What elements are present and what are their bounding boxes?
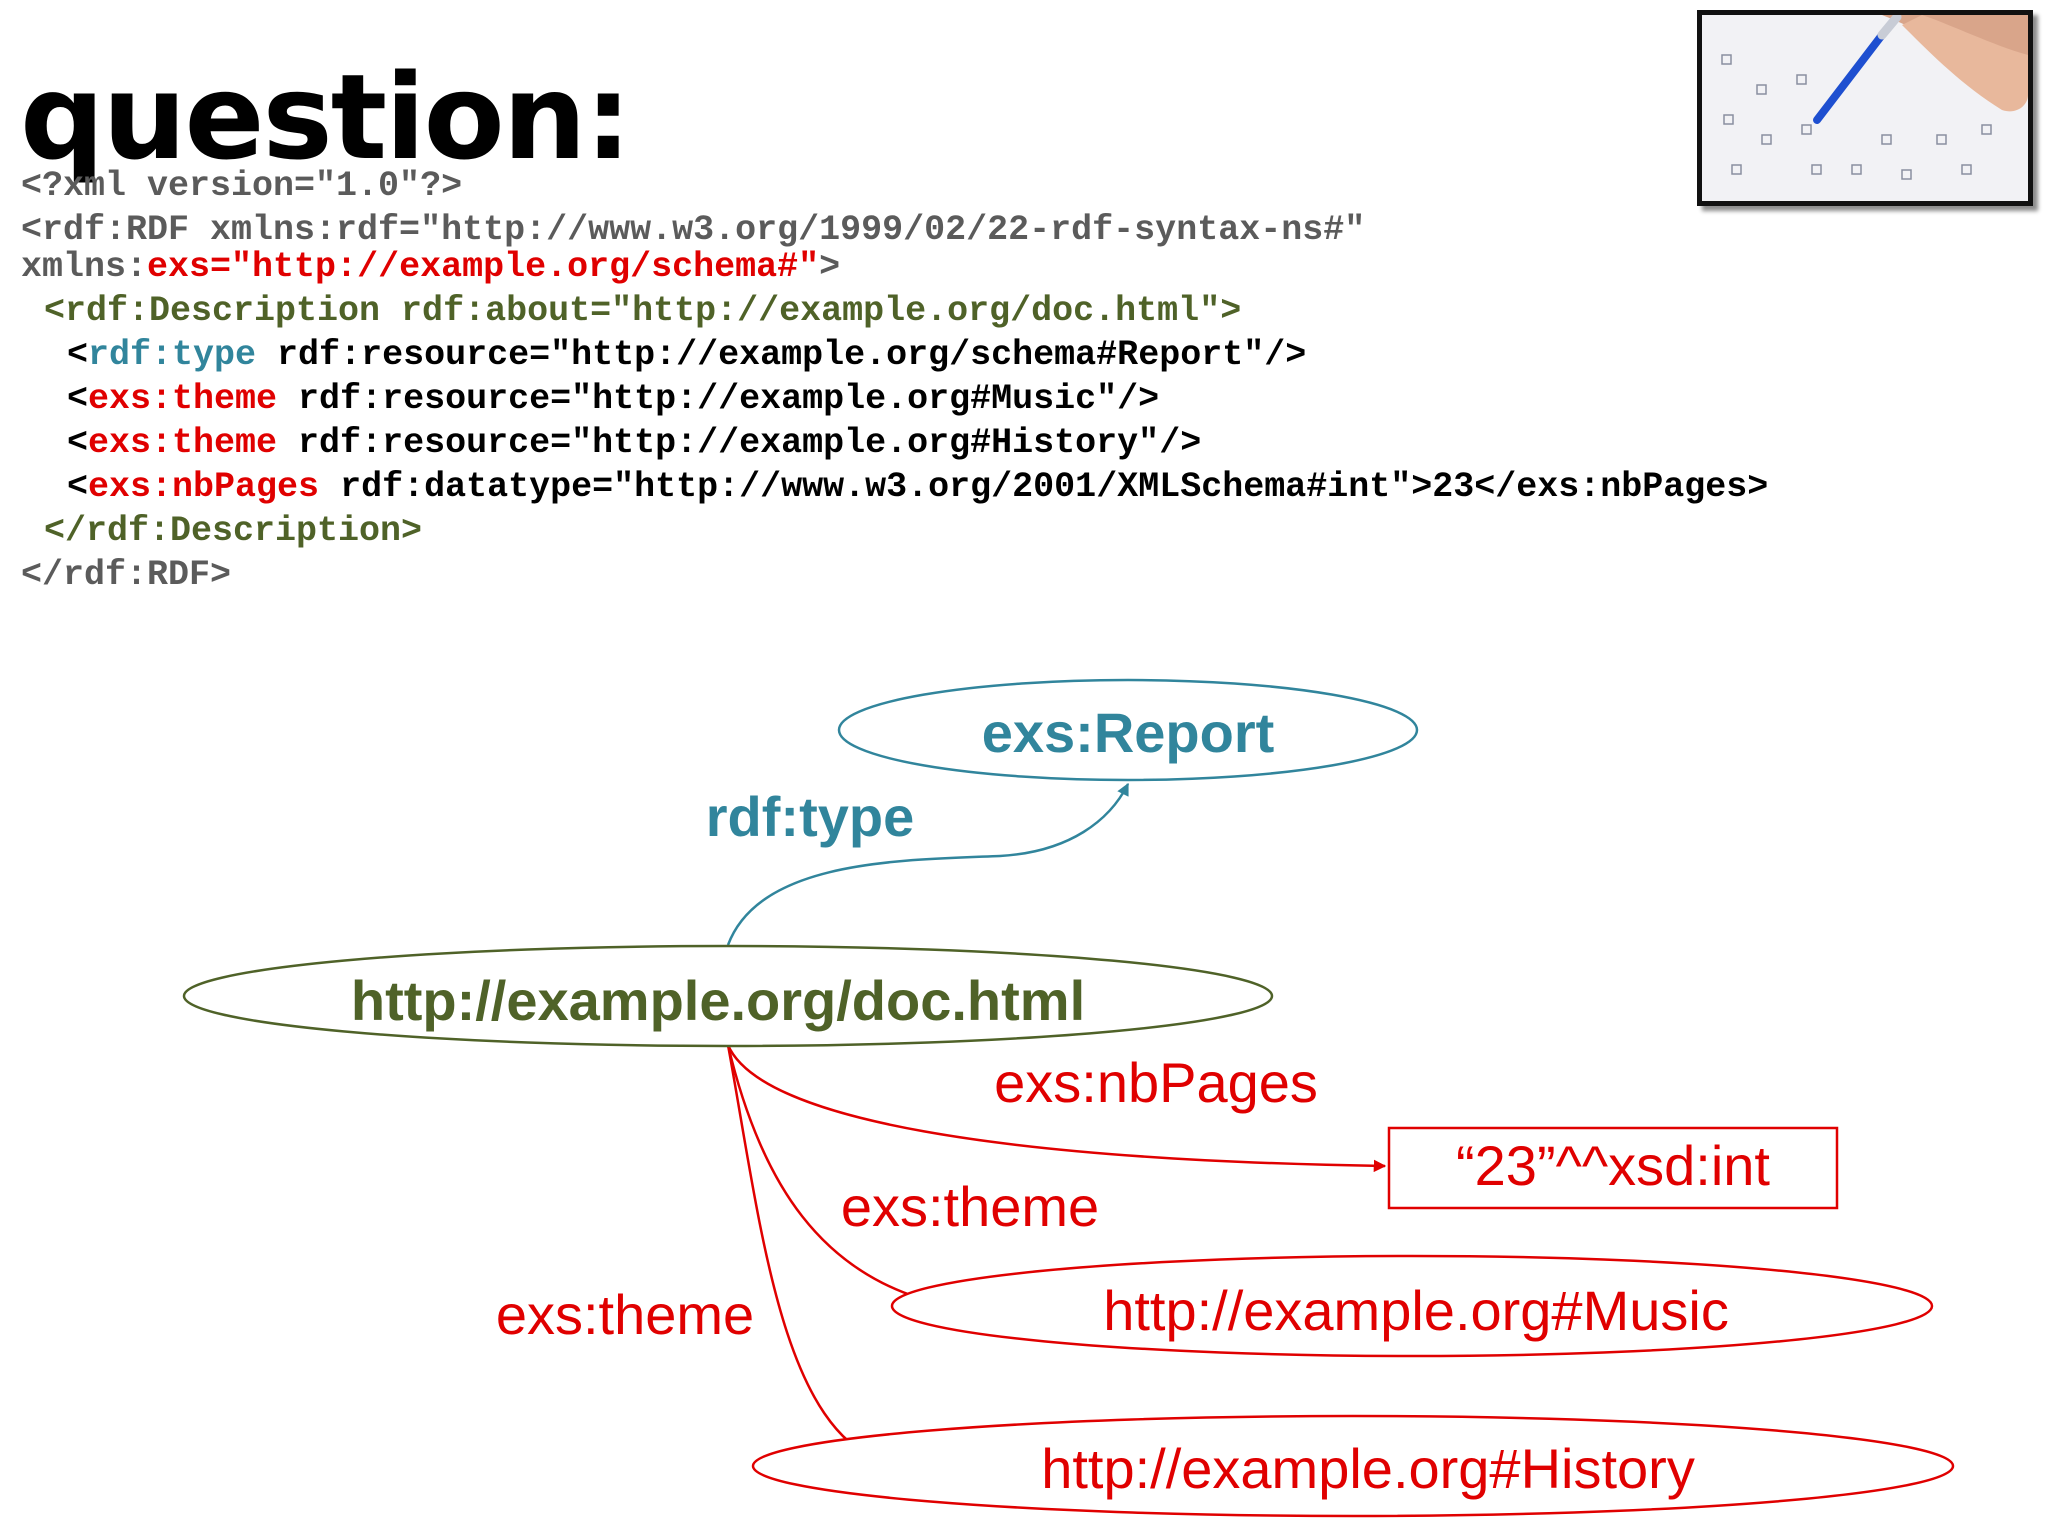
xml-declaration-line: <?xml version="1.0"?> <box>21 166 463 206</box>
edge-rdf-type <box>726 782 1130 946</box>
description-open-line: <rdf:Description rdf:about="http://examp… <box>44 291 1242 331</box>
edge-theme-music-label: exs:theme <box>841 1175 1099 1238</box>
node-subject-label: http://example.org/doc.html <box>351 969 1085 1032</box>
pen-shape <box>1813 31 1886 124</box>
node-subject-ellipse <box>182 944 1274 1048</box>
edge-nbpages-label: exs:nbPages <box>994 1051 1318 1114</box>
slide-title: question: <box>20 48 632 186</box>
rdf-type-line: <rdf:type rdf:resource="http://example.o… <box>67 335 1307 375</box>
node-report-label: exs:Report <box>982 701 1275 764</box>
nbpages-line: <exs:nbPages rdf:datatype="http://www.w3… <box>67 467 1769 507</box>
node-literal-box <box>1387 1126 1839 1210</box>
edge-theme-history <box>726 1044 880 1462</box>
edge-theme-music <box>726 1044 952 1310</box>
photo-illustration <box>1702 15 2028 201</box>
theme-history-line: <exs:theme rdf:resource="http://example.… <box>67 423 1202 463</box>
node-report-ellipse <box>837 678 1419 782</box>
exs-namespace-line: xmlns:exs="http://example.org/schema#"> <box>21 247 841 287</box>
edge-nbpages <box>726 1044 1387 1173</box>
node-music-label: http://example.org#Music <box>1103 1279 1729 1342</box>
rdf-root-open-line: <rdf:RDF xmlns:rdf="http://www.w3.org/19… <box>21 210 1366 250</box>
hand-writing-on-checklist-photo <box>1697 10 2033 206</box>
checkbox-grid <box>1721 54 1992 180</box>
node-music-ellipse <box>890 1254 1934 1358</box>
edge-theme-history-label: exs:theme <box>496 1283 754 1346</box>
rdf-root-close-line: </rdf:RDF> <box>21 555 232 595</box>
node-history-ellipse <box>751 1414 1955 1518</box>
node-literal-label: “23”^^xsd:int <box>1456 1134 1770 1197</box>
theme-music-line: <exs:theme rdf:resource="http://example.… <box>67 379 1160 419</box>
edge-rdf-type-label: rdf:type <box>706 785 914 848</box>
node-history-label: http://example.org#History <box>1041 1437 1695 1500</box>
description-close-line: </rdf:Description> <box>44 511 423 551</box>
